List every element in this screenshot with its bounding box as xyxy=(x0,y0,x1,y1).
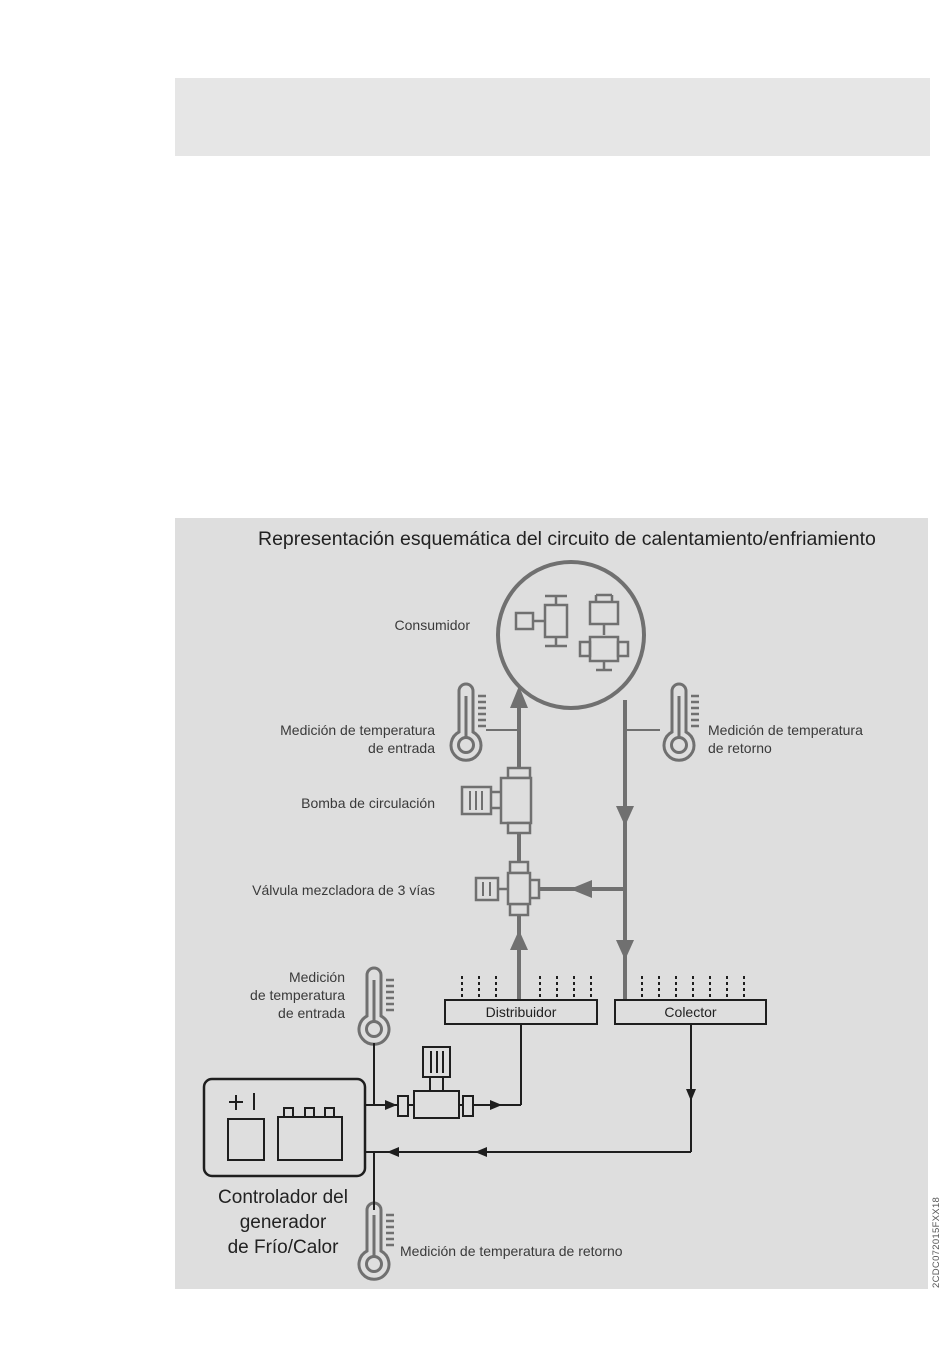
inlet-temp-label-top: Medición de temperatura de entrada xyxy=(280,722,435,756)
supply-pipe xyxy=(510,686,528,1002)
thermometer-icon xyxy=(357,966,396,1046)
mixing-valve-label: Válvula mezcladora de 3 vías xyxy=(252,882,435,898)
generator-circuit-arrows xyxy=(385,1089,696,1157)
collector-header xyxy=(614,976,767,1025)
distributor-label: Distribuidor xyxy=(485,1004,557,1020)
return-temp-label-bottom: Medición de temperatura de retorno xyxy=(400,1243,623,1259)
controller-box xyxy=(202,1077,367,1178)
diagram-title: Representación esquemática del circuito … xyxy=(258,528,876,550)
generator-circuit xyxy=(366,1025,692,1210)
return-pipe xyxy=(540,700,634,1000)
three-way-valve-icon xyxy=(474,860,541,917)
consumer-circle xyxy=(496,560,646,710)
return-temp-label-top: Medición de temperatura de retorno xyxy=(708,722,863,756)
document-code: 2CDC072015FXX18 xyxy=(931,1196,942,1288)
top-band xyxy=(175,78,930,156)
inlet-temp-label-bottom: Medición de temperatura de entrada xyxy=(250,969,345,1021)
collector-label: Colector xyxy=(664,1004,717,1020)
distributor-header xyxy=(444,976,598,1025)
circulation-pump-label: Bomba de circulación xyxy=(301,795,435,811)
controller-label: Controlador del generador de Frío/Calor xyxy=(218,1187,348,1258)
consumer-label: Consumidor xyxy=(394,617,470,633)
circulation-pump-icon xyxy=(460,766,533,835)
thermometer-icon xyxy=(662,682,701,762)
generator-pump-icon xyxy=(397,1046,474,1119)
thermometer-icon xyxy=(449,682,488,762)
